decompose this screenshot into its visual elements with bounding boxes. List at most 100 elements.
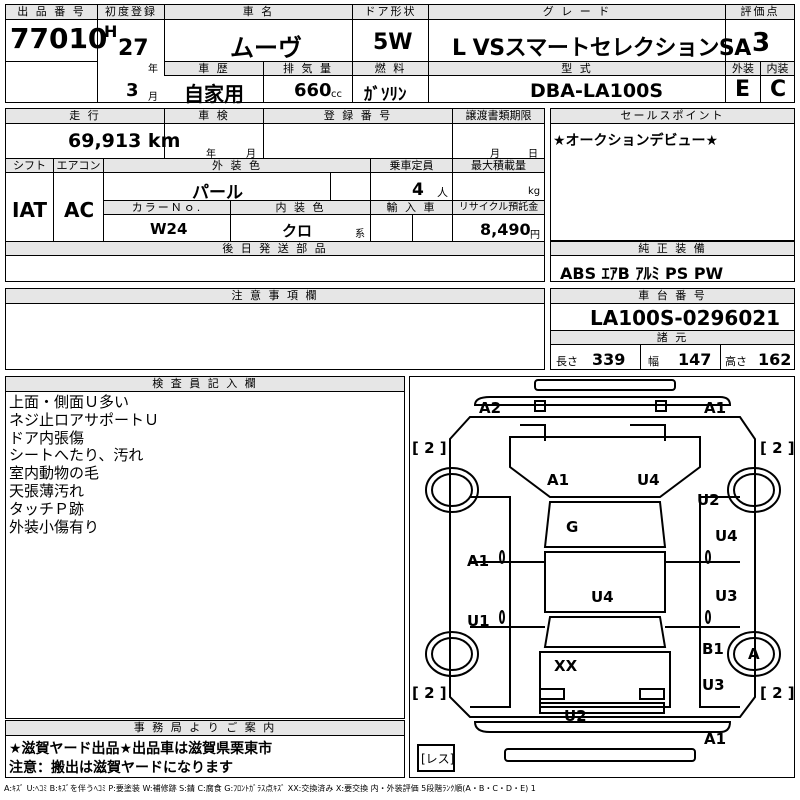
score: 3 bbox=[752, 28, 771, 58]
equipment-header: 純 正 装 備 bbox=[550, 241, 795, 256]
transfer-month: 月 bbox=[490, 149, 500, 160]
mark-u4-right-door: U4 bbox=[715, 527, 738, 545]
length-label: 長さ bbox=[556, 355, 578, 368]
mark-g-glass: G bbox=[566, 518, 579, 536]
shift-header: シフト bbox=[5, 158, 54, 173]
inspector-line: タッチＰ跡 bbox=[9, 499, 85, 518]
mark-xx-rear: XX bbox=[554, 657, 578, 675]
mark-a-wheel: A bbox=[748, 645, 760, 663]
reg-year: 27 bbox=[118, 36, 149, 61]
inspector-line: ネジ止ロアサポートＵ bbox=[9, 410, 160, 429]
transfer-day: 日 bbox=[528, 149, 538, 160]
car-outline bbox=[417, 379, 781, 772]
width-label: 幅 bbox=[648, 355, 659, 368]
sales-point-box bbox=[550, 108, 795, 241]
mileage: 69,913 km bbox=[68, 130, 181, 152]
grade-header: グ レ ー ド bbox=[428, 4, 726, 20]
office-line-2: 注意：搬出は滋賀ヤードになります bbox=[9, 760, 233, 776]
mark-b1-right: B1 bbox=[702, 640, 724, 658]
inspection-year: 年 bbox=[206, 149, 216, 160]
lot-no-header: 出 品 番 号 bbox=[5, 4, 98, 20]
mark-a2-top: A2 bbox=[479, 399, 502, 417]
transfer-header: 譲渡書類期限 bbox=[452, 108, 545, 124]
damage-diagram: A2 A1 [ 2 ] [ 2 ] A1 U4 U2 G U4 A1 U4 U3… bbox=[409, 376, 795, 778]
import-header: 輸 入 車 bbox=[370, 200, 453, 215]
capacity-unit: 人 bbox=[437, 186, 448, 199]
model-code: DBA-LA100S bbox=[530, 80, 663, 102]
reg-year-unit: 年 bbox=[148, 64, 158, 75]
interior-header: 内装 bbox=[760, 61, 795, 76]
inspector-line: 外装小傷有り bbox=[9, 517, 100, 536]
dims-header: 諸 元 bbox=[550, 330, 795, 345]
notes-header: 注 意 事 項 欄 bbox=[5, 288, 545, 304]
history: 自家用 bbox=[184, 82, 244, 106]
capacity: 4 bbox=[412, 180, 424, 200]
inspector-line: 天張薄汚れ bbox=[9, 481, 85, 500]
car-name: ムーヴ bbox=[230, 34, 302, 62]
mark-u3-rear: U3 bbox=[702, 676, 725, 694]
car-name-header: 車 名 bbox=[164, 4, 353, 20]
door-header: ドア形状 bbox=[352, 4, 429, 20]
mark-u1-left: U1 bbox=[467, 612, 490, 630]
grade: L VSスマートセレクションSA bbox=[452, 36, 751, 61]
chassis-header: 車 台 番 号 bbox=[550, 288, 795, 304]
mark-u2-right: U2 bbox=[697, 491, 720, 509]
int-color-unit: 系 bbox=[355, 229, 365, 240]
mark-bracket-br: [ 2 ] bbox=[760, 684, 795, 702]
interior-grade: C bbox=[770, 77, 787, 102]
top-info-box bbox=[5, 4, 795, 103]
inspector-notes: 上面・側面Ｕ多い ネジ止ロアサポートＵ ドア内張傷 シートへたり、汚れ 室内動物… bbox=[9, 393, 160, 536]
score-header: 評価点 bbox=[725, 4, 795, 20]
era-mark: H bbox=[104, 22, 118, 41]
sales-point-header: セールスポイント bbox=[550, 108, 795, 124]
ext-color: パール bbox=[192, 183, 243, 203]
mark-u4-roof: U4 bbox=[591, 588, 614, 606]
reg-month-unit: 月 bbox=[148, 92, 158, 103]
mark-bracket-bl: [ 2 ] bbox=[412, 684, 447, 702]
chassis-number: LA100S-0296021 bbox=[590, 306, 781, 330]
door-type: 5W bbox=[373, 30, 413, 55]
first-reg-header: 初度登録 bbox=[97, 4, 165, 20]
mark-u4-hood: U4 bbox=[637, 471, 660, 489]
displacement-unit: cc bbox=[331, 89, 342, 100]
shift: IAT bbox=[12, 198, 48, 222]
length: 339 bbox=[592, 350, 626, 369]
mileage-header: 走 行 bbox=[5, 108, 165, 124]
color-no: W24 bbox=[150, 220, 188, 238]
inspector-box bbox=[5, 376, 405, 719]
later-parts-header: 後 日 発 送 部 品 bbox=[5, 241, 545, 256]
mark-a1-hood: A1 bbox=[547, 471, 570, 489]
recycle-unit: 円 bbox=[530, 230, 540, 241]
fuel-header: 燃 料 bbox=[352, 61, 429, 76]
reg-no-header: 登 録 番 号 bbox=[263, 108, 453, 124]
height: 162 bbox=[758, 350, 792, 369]
int-color-header: 内 装 色 bbox=[230, 200, 371, 215]
inspection-header: 車 検 bbox=[164, 108, 264, 124]
height-label: 高さ bbox=[725, 355, 747, 368]
mark-resu: [レス] bbox=[421, 752, 455, 766]
recycle-header: リサイクル預託金 bbox=[452, 200, 545, 215]
fuel: ｶﾞｿﾘﾝ bbox=[364, 85, 407, 105]
displacement-header: 排 気 量 bbox=[263, 61, 353, 76]
inspector-line: 上面・側面Ｕ多い bbox=[9, 393, 130, 411]
inspector-line: ドア内張傷 bbox=[9, 428, 85, 447]
capacity-header: 乗車定員 bbox=[370, 158, 453, 173]
reg-month: 3 bbox=[126, 80, 139, 101]
sales-point-text: ★オークションデビュー★ bbox=[553, 133, 719, 149]
lot-number: 77010 bbox=[10, 22, 108, 55]
mark-a1-bottom: A1 bbox=[704, 730, 727, 748]
mark-u3-right: U3 bbox=[715, 587, 738, 605]
int-color: クロ bbox=[282, 222, 313, 240]
office-header: 事 務 局 よ り ご 案 内 bbox=[5, 720, 405, 736]
air-con: AC bbox=[64, 198, 95, 222]
mark-a1-top: A1 bbox=[704, 399, 727, 417]
mark-bracket-tr: [ 2 ] bbox=[760, 439, 795, 457]
exterior-header: 外装 bbox=[725, 61, 761, 76]
max-load-header: 最大積載量 bbox=[452, 158, 545, 173]
color-no-header: カラーＮｏ. bbox=[103, 200, 231, 215]
max-load-unit: kg bbox=[528, 186, 541, 197]
recycle-fee: 8,490 bbox=[480, 220, 531, 239]
equipment-text: ABS ｴｱB ｱﾙﾐ PS PW bbox=[560, 264, 724, 283]
inspector-header: 検 査 員 記 入 欄 bbox=[5, 376, 405, 392]
width: 147 bbox=[678, 350, 712, 369]
